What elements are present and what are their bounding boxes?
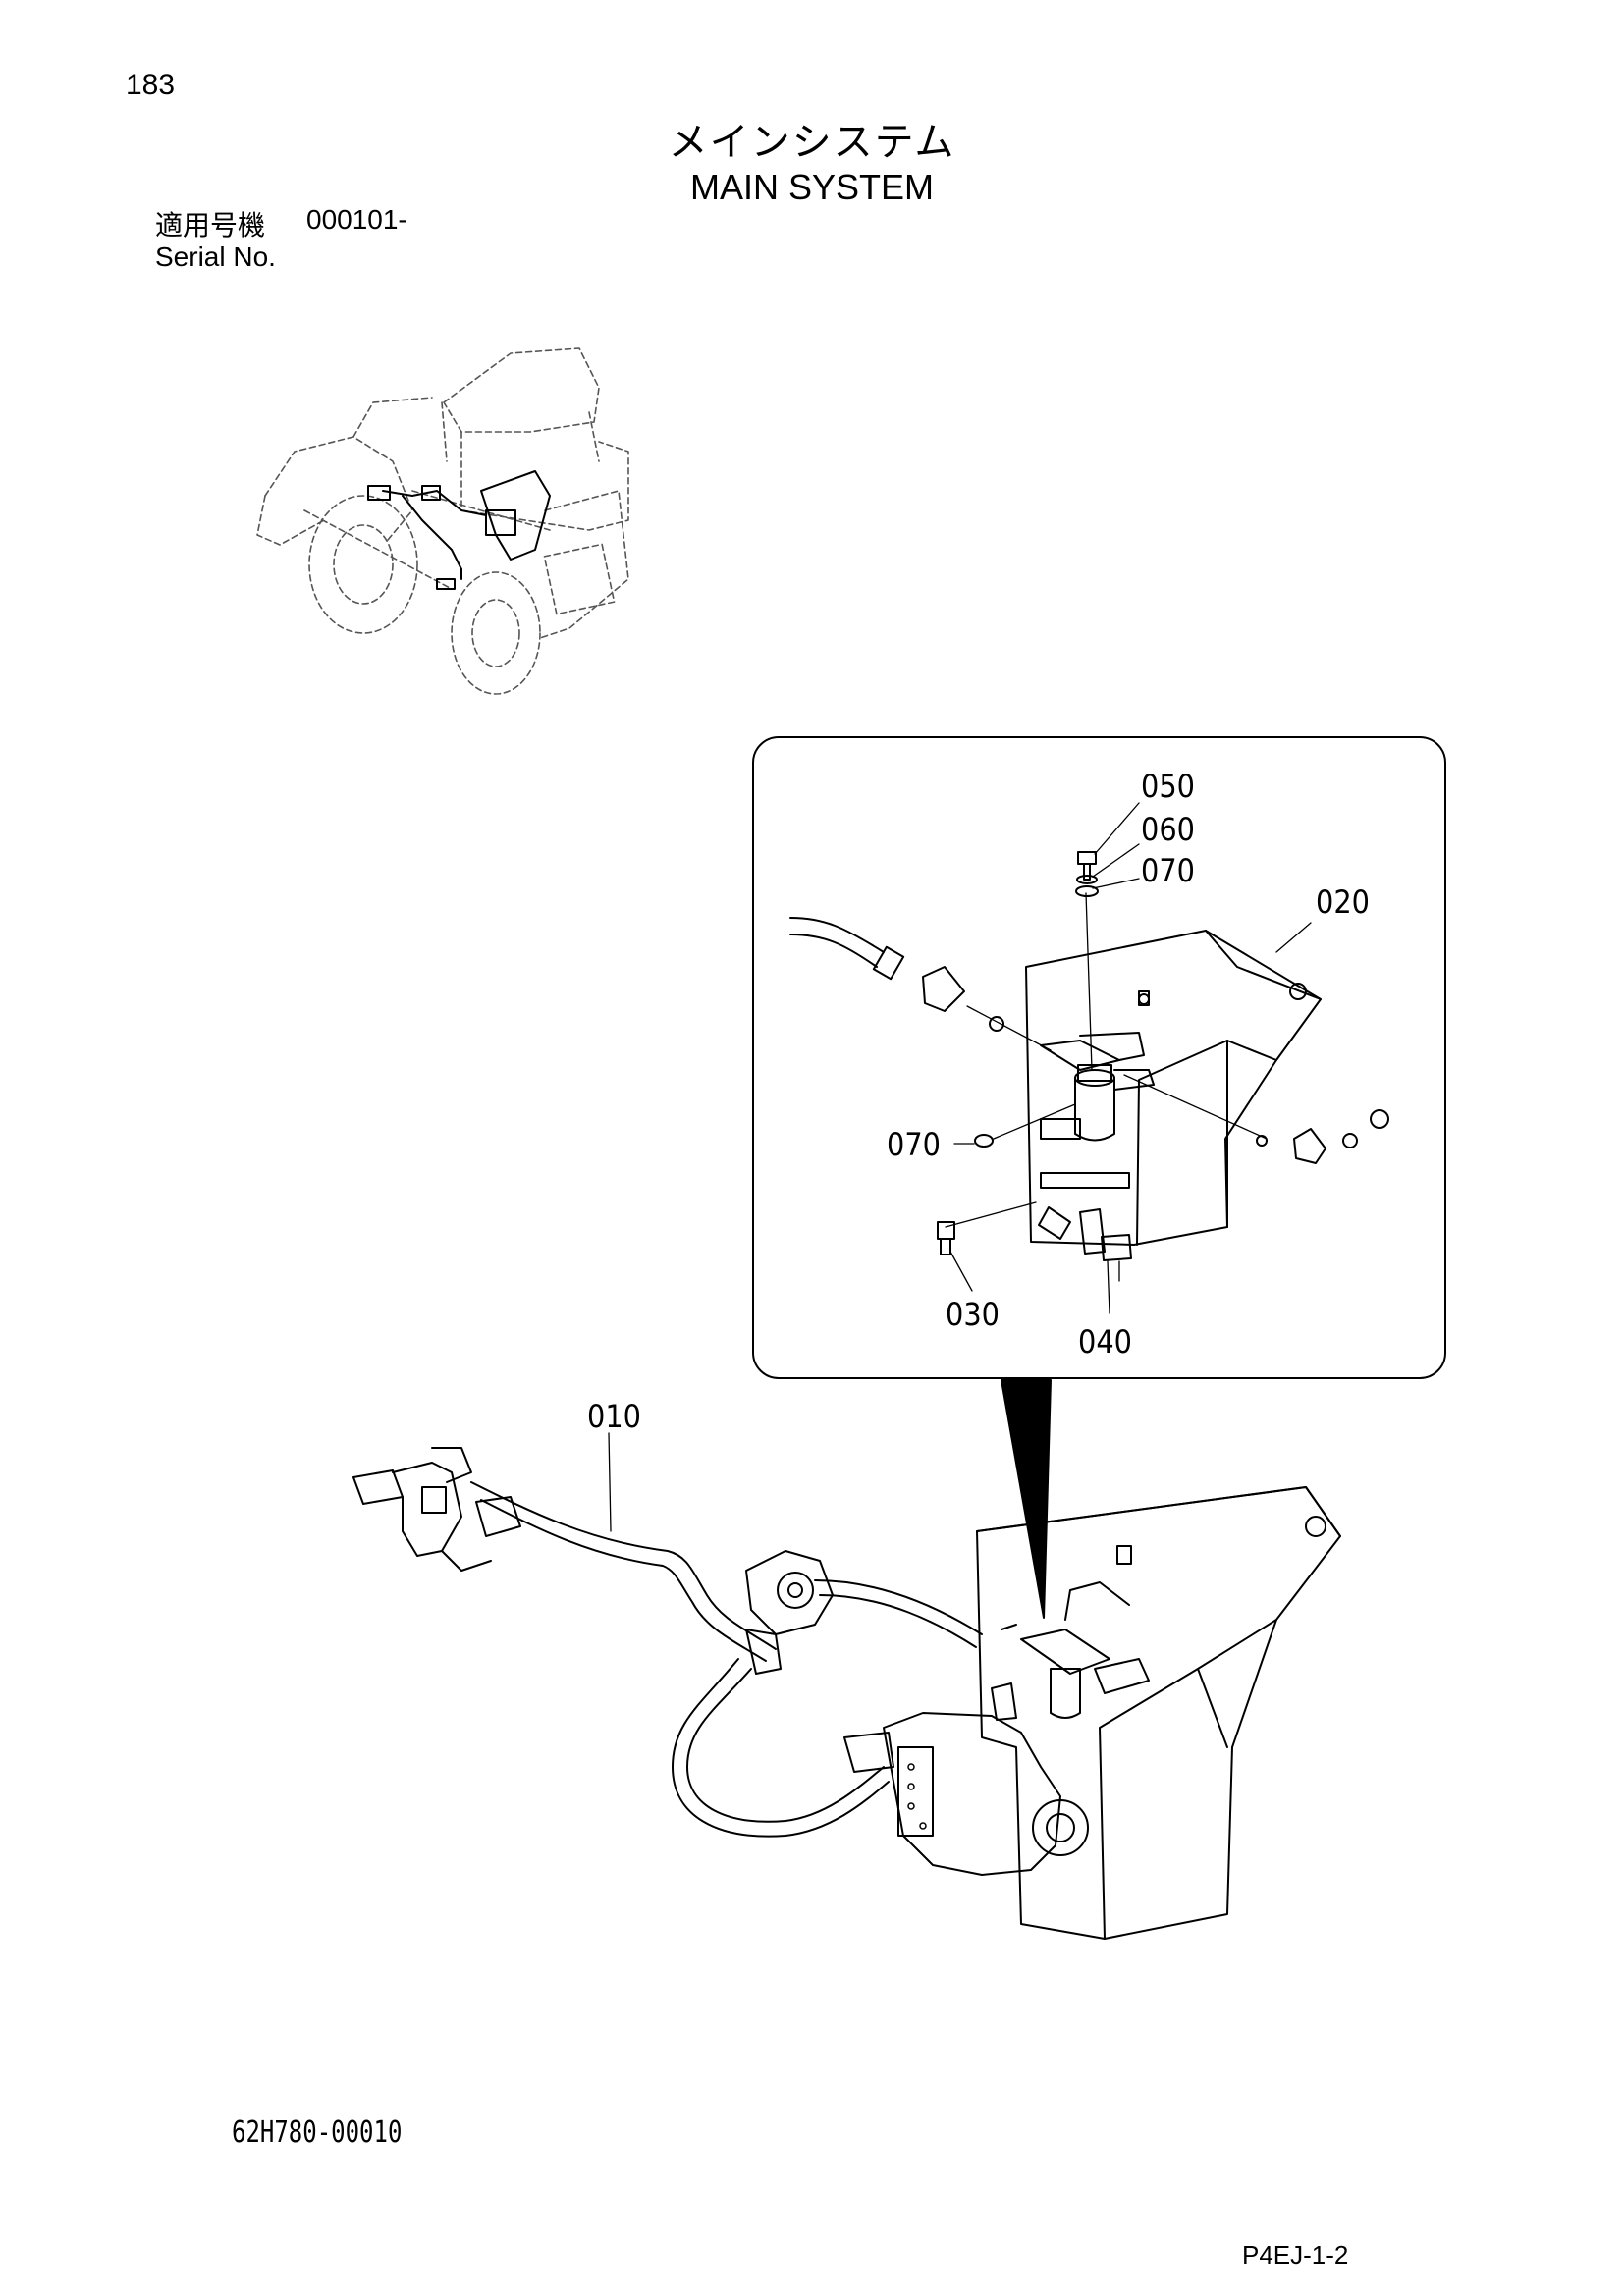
callout-060: 060 [1141, 811, 1195, 848]
wheel-loader-overview-icon [256, 347, 629, 695]
callout-010: 010 [587, 1398, 641, 1435]
serial-label: Serial No. [155, 241, 276, 272]
callout-020: 020 [1316, 883, 1370, 921]
callout-050: 050 [1141, 768, 1195, 805]
page-title-japanese: メインシステム [668, 120, 956, 165]
drawing-number: 62H780-00010 [232, 2115, 403, 2150]
filter-assembly-detail-icon [789, 802, 1389, 1314]
hydraulic-pump-assembly-icon [352, 1432, 1341, 1940]
serial-label-japanese: 適用号機 [155, 209, 266, 241]
detail-inset-frame [752, 736, 1446, 1379]
serial-number-value: 000101- [306, 204, 407, 235]
callout-030: 030 [946, 1296, 1000, 1333]
callout-070-left: 070 [887, 1126, 941, 1163]
callout-070-top: 070 [1141, 852, 1195, 889]
callout-040: 040 [1078, 1323, 1132, 1361]
detail-pointer [1001, 1379, 1052, 1619]
page-code: P4EJ-1-2 [1242, 2240, 1349, 2269]
page-title: MAIN SYSTEM [689, 167, 935, 207]
page-number: 183 [126, 69, 176, 101]
